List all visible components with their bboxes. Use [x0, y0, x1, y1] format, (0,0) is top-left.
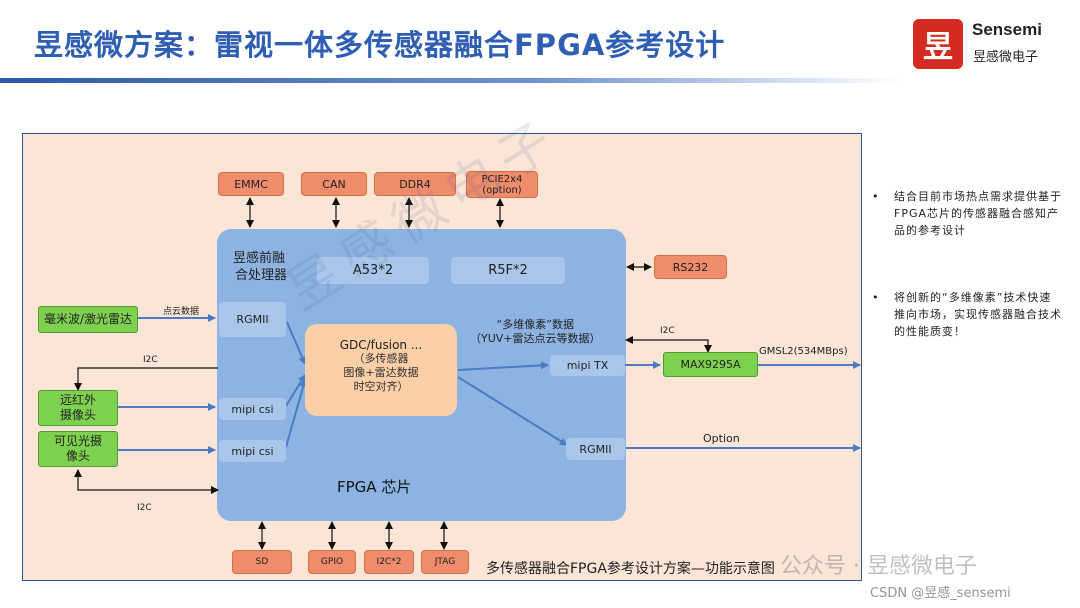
gdc-line-3: 图像+雷达数据	[343, 366, 419, 379]
gdc-line-2: （多传感器	[353, 352, 409, 365]
r5f-cpu-block: R5F*2	[451, 257, 565, 284]
csdn-watermark: CSDN @昱感_sensemi	[870, 586, 1011, 601]
infrared-camera-block: 远红外 摄像头	[38, 390, 118, 426]
rgmii-input-interface: RGMII	[219, 302, 286, 337]
note-text: 将创新的“多维像素”技术快速推向市场，实现传感器融合技术的性能质变！	[894, 291, 1062, 338]
fpga-chip-label: FPGA 芯片	[337, 478, 412, 496]
rgmii-output-interface: RGMII	[566, 438, 625, 460]
account-watermark: 公众号 · 昱感微电子	[780, 554, 977, 579]
point-cloud-label: 点云数据	[163, 307, 200, 317]
i2c-right-label: I2C	[660, 326, 675, 336]
brand-name-chinese: 昱感微电子	[973, 50, 1039, 65]
gdc-to-mipitx-arrow	[457, 361, 549, 371]
front-fusion-line-2: 合处理器	[235, 268, 288, 283]
i2c-line-visible	[74, 469, 219, 494]
note-item: • 将创新的“多维像素”技术快速推向市场，实现传感器融合技术的性能质变！	[872, 289, 1062, 340]
page-title: 昱感微方案：雷视一体多传感器融合FPGA参考设计	[34, 28, 726, 62]
i2c-top-label: I2C	[143, 355, 158, 365]
note-item: • 结合目前市场热点需求提供基于FPGA芯片的传感器融合感知产品的参考设计	[872, 188, 1062, 239]
sensemi-logo-icon: 昱	[913, 19, 963, 69]
notes-column: • 结合目前市场热点需求提供基于FPGA芯片的传感器融合感知产品的参考设计 • …	[872, 188, 1062, 390]
multi-pixel-line-2: （YUV+雷达点云等数据）	[470, 332, 601, 345]
i2c-line-infrared	[74, 367, 218, 391]
pcie-block: PCIE2x4 (option)	[466, 171, 538, 198]
diagram-caption: 多传感器融合FPGA参考设计方案—功能示意图	[486, 561, 775, 577]
max9295a-block: MAX9295A	[663, 352, 758, 377]
gpio-block: GPIO	[308, 550, 356, 574]
bullet-icon: •	[872, 190, 880, 203]
rs232-block: RS232	[654, 255, 727, 279]
visible-line-1: 可见光摄	[53, 434, 102, 448]
i2c-bottom-label: I2C	[137, 503, 152, 513]
emmc-block: EMMC	[218, 172, 284, 196]
pcie-option-label: (option)	[482, 184, 522, 196]
gmsl-label: GMSL2(534MBps)	[759, 346, 848, 357]
infrared-line-2: 摄像头	[59, 408, 96, 422]
gdc-to-rgmii-arrow	[457, 376, 568, 446]
infrared-line-1: 远红外	[59, 393, 96, 407]
i2c2-block: I2C*2	[364, 550, 414, 574]
rgmii-to-gdc-arrow	[286, 321, 306, 365]
gdc-fusion-block: GDC/fusion ... （多传感器 图像+雷达数据 时空对齐）	[305, 324, 457, 416]
csi2-to-gdc-arrow	[285, 379, 307, 448]
note-text: 结合目前市场热点需求提供基于FPGA芯片的传感器融合感知产品的参考设计	[894, 190, 1062, 237]
jtag-block: JTAG	[421, 550, 469, 574]
a53-cpu-block: A53*2	[317, 257, 429, 284]
pcie-label: PCIE2x4	[481, 173, 523, 185]
visible-line-2: 像头	[65, 449, 90, 463]
gdc-line-4: 时空对齐）	[353, 380, 409, 393]
title-underline	[0, 78, 900, 83]
visible-camera-block: 可见光摄 像头	[38, 431, 118, 467]
ddr4-block: DDR4	[374, 172, 456, 196]
front-fusion-processor-label: 昱感前融 合处理器	[233, 250, 287, 284]
multi-pixel-data-label: “多维像素”数据 （YUV+雷达点云等数据）	[470, 318, 601, 346]
i2c-line-max9295a	[625, 336, 712, 353]
front-fusion-line-1: 昱感前融	[233, 251, 286, 266]
brand-name-english: Sensemi	[972, 20, 1042, 39]
radar-sensor-block: 毫米波/激光雷达	[38, 306, 138, 333]
sd-block: SD	[232, 550, 292, 574]
option-label: Option	[703, 432, 740, 445]
mipi-tx-interface: mipi TX	[550, 355, 625, 376]
mipi-csi-interface-1: mipi csi	[219, 398, 286, 420]
multi-pixel-line-1: “多维像素”数据	[496, 318, 574, 331]
bullet-icon: •	[872, 291, 880, 304]
mipi-csi-interface-2: mipi csi	[219, 440, 286, 462]
gdc-title: GDC/fusion ...	[339, 338, 423, 352]
can-block: CAN	[301, 172, 367, 196]
